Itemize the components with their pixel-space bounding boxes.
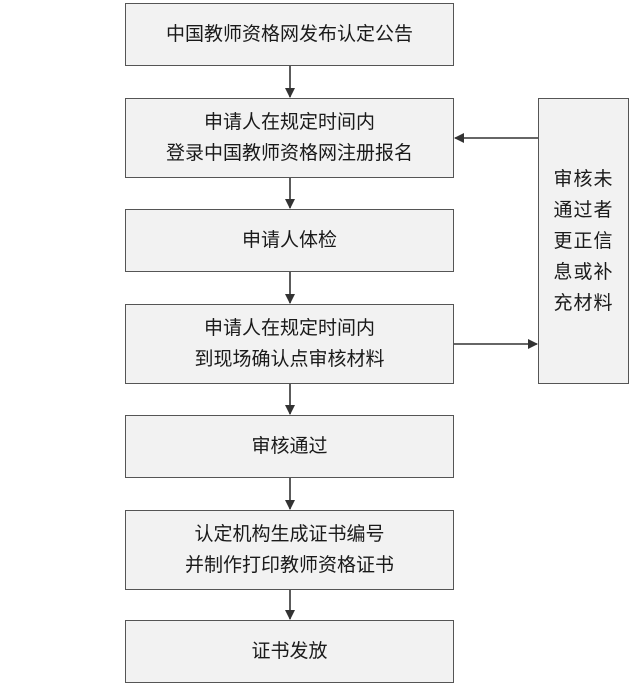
side-line: 审核未 bbox=[553, 167, 614, 190]
side-line: 更正信 bbox=[553, 229, 614, 252]
step-publish-announcement: 中国教师资格网发布认定公告 bbox=[125, 3, 454, 66]
step-review-passed: 审核通过 bbox=[125, 415, 454, 478]
step-line: 审核通过 bbox=[251, 435, 328, 457]
side-line: 充材料 bbox=[553, 291, 614, 314]
side-box-correction: 审核未 通过者 更正信 息或补 充材料 bbox=[538, 98, 629, 384]
step-online-registration: 申请人在规定时间内 登录中国教师资格网注册报名 bbox=[125, 98, 454, 178]
step-line: 申请人在规定时间内 bbox=[203, 317, 375, 339]
step-certificate-issuance: 证书发放 bbox=[125, 620, 454, 683]
step-line: 认定机构生成证书编号 bbox=[194, 523, 385, 545]
side-line: 息或补 bbox=[553, 260, 614, 283]
step-line: 申请人体检 bbox=[241, 229, 337, 251]
step-certificate-printing: 认定机构生成证书编号 并制作打印教师资格证书 bbox=[125, 510, 454, 590]
step-physical-exam: 申请人体检 bbox=[125, 209, 454, 272]
side-line: 通过者 bbox=[553, 198, 614, 221]
step-line: 证书发放 bbox=[251, 640, 328, 662]
step-line: 申请人在规定时间内 bbox=[203, 111, 375, 133]
step-onsite-review: 申请人在规定时间内 到现场确认点审核材料 bbox=[125, 304, 454, 384]
step-line: 登录中国教师资格网注册报名 bbox=[165, 142, 413, 164]
step-line: 到现场确认点审核材料 bbox=[194, 348, 385, 370]
step-line: 并制作打印教师资格证书 bbox=[184, 554, 394, 576]
step-line: 中国教师资格网发布认定公告 bbox=[165, 23, 413, 45]
